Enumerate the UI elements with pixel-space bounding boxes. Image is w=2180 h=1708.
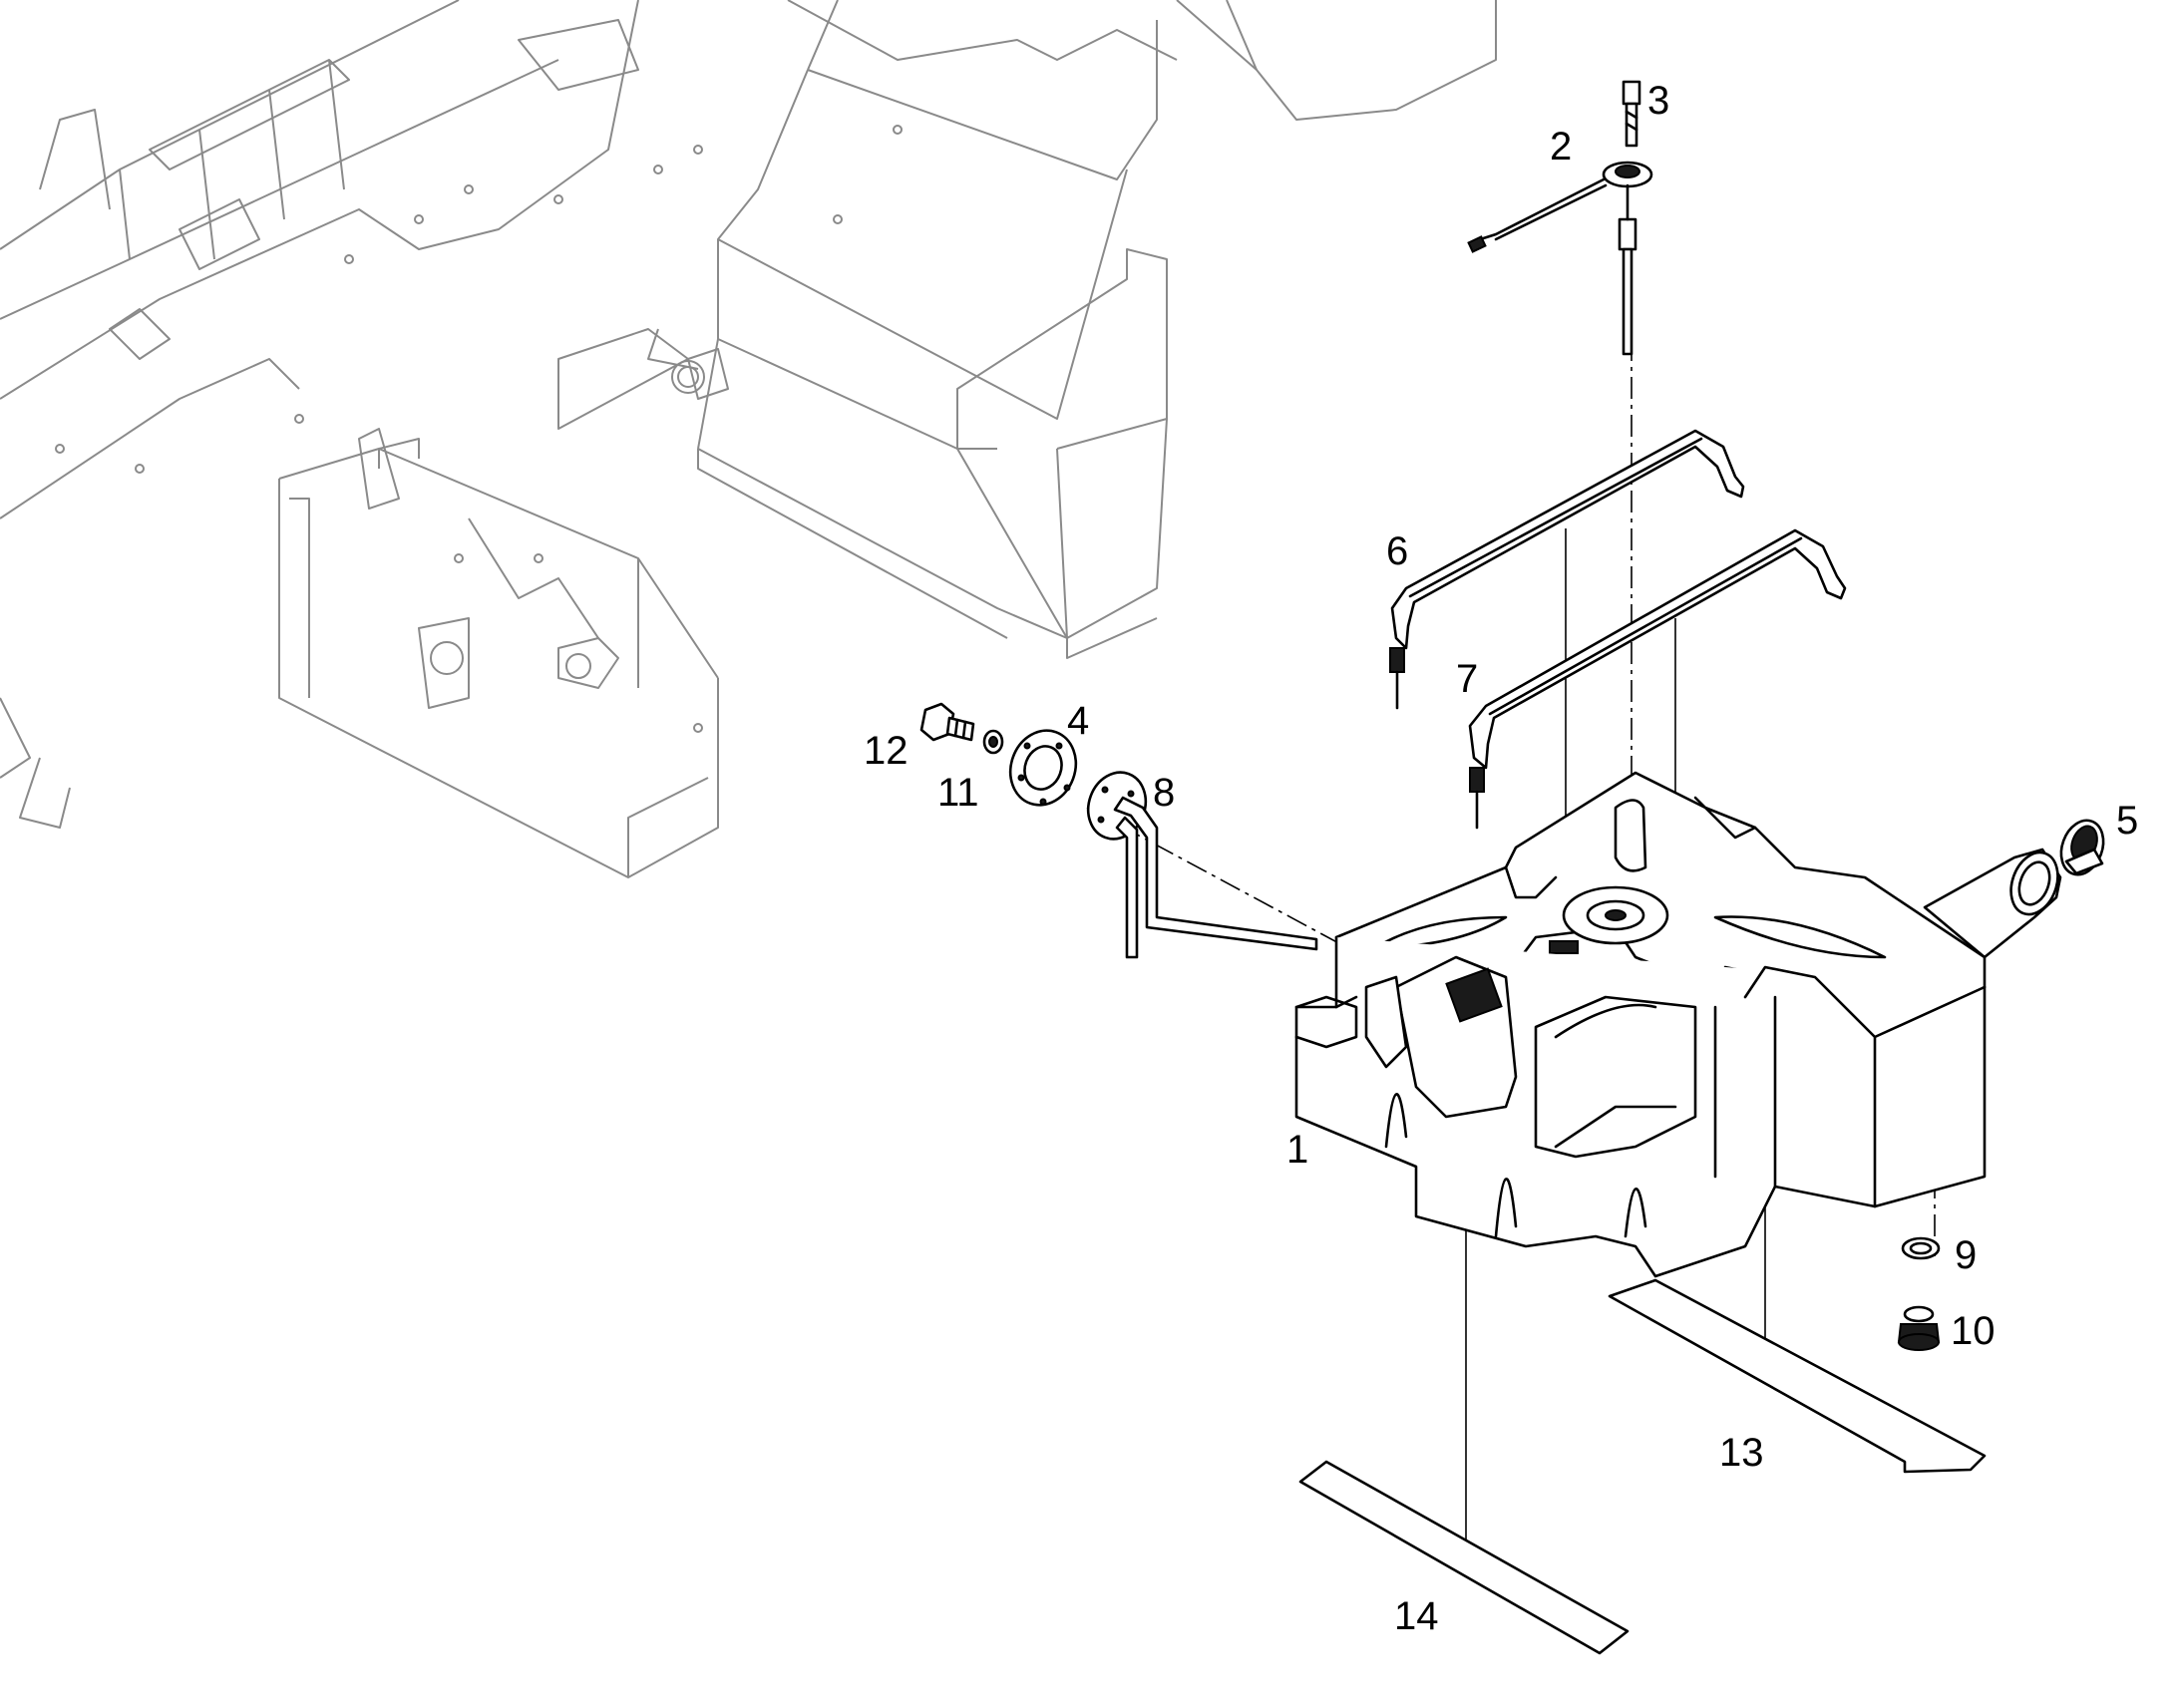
part-12-bolt bbox=[919, 702, 975, 742]
part-13-pad bbox=[1608, 1278, 1987, 1474]
callout-2: 2 bbox=[1550, 125, 1572, 169]
part-6-strap bbox=[1389, 429, 1745, 710]
callouts: 1 2 3 4 5 6 7 8 9 10 11 12 13 14 bbox=[864, 79, 2138, 1638]
part-7-strap bbox=[1468, 528, 1847, 830]
part-10-drain-plug bbox=[1897, 1305, 1941, 1351]
callout-5: 5 bbox=[2116, 799, 2138, 843]
part-5-filler-cap bbox=[2059, 819, 2105, 876]
frame-bolts bbox=[55, 125, 903, 733]
callout-3: 3 bbox=[1647, 79, 1669, 123]
part-11-washer bbox=[982, 729, 1004, 755]
part-3-screw bbox=[1622, 80, 1641, 148]
callout-11: 11 bbox=[937, 771, 979, 815]
callout-1: 1 bbox=[1286, 1128, 1308, 1172]
part-2-level-sender bbox=[1467, 161, 1653, 356]
callout-8: 8 bbox=[1153, 771, 1175, 815]
chassis-frame bbox=[0, 0, 1497, 878]
part-8-suction-pipe bbox=[1086, 771, 1318, 959]
callout-10: 10 bbox=[1951, 1309, 1996, 1353]
callout-6: 6 bbox=[1386, 529, 1408, 573]
part-14-pad bbox=[1298, 1460, 1630, 1655]
callout-7: 7 bbox=[1456, 657, 1478, 701]
part-1-fuel-tank bbox=[1294, 771, 2062, 1278]
callout-9: 9 bbox=[1955, 1233, 1977, 1277]
callout-13: 13 bbox=[1719, 1431, 1764, 1475]
callout-12: 12 bbox=[864, 729, 908, 773]
callout-4: 4 bbox=[1067, 699, 1089, 743]
part-4-gasket bbox=[1008, 729, 1078, 807]
part-9-seal-ring bbox=[1901, 1236, 1941, 1260]
callout-14: 14 bbox=[1394, 1594, 1439, 1638]
